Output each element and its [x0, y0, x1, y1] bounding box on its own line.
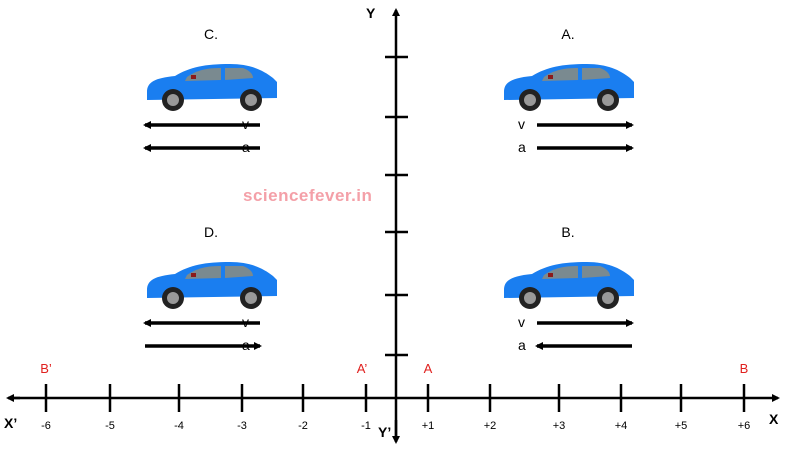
y-neg-label: Y’: [378, 424, 391, 440]
acceleration-label: a: [518, 337, 526, 353]
x-tick-label: +3: [553, 420, 566, 432]
x-tick-label: +5: [675, 420, 688, 432]
x-neg-label: X’: [4, 415, 17, 431]
case-title: A.: [561, 26, 574, 42]
point-label: A: [424, 361, 433, 376]
case-D: D. va: [143, 224, 277, 353]
point-label: B’: [40, 361, 52, 376]
velocity-label: v: [518, 314, 525, 330]
y-label: Y: [366, 5, 376, 21]
velocity-label: v: [242, 314, 249, 330]
car-icon: [147, 64, 277, 111]
car-icon: [504, 262, 634, 309]
x-tick-label: +1: [422, 420, 435, 432]
velocity-label: v: [242, 116, 249, 132]
watermark: sciencefever.in: [243, 186, 372, 205]
x-tick-label: -3: [237, 420, 247, 432]
velocity-label: v: [518, 116, 525, 132]
case-A: A. va: [504, 26, 634, 155]
x-tick-label: +4: [615, 420, 628, 432]
acceleration-label: a: [242, 337, 250, 353]
cases: C.vaA.vaD.vaB.va: [143, 26, 634, 353]
x-tick-label: -6: [41, 420, 51, 432]
case-B: B. va: [504, 224, 634, 353]
x-tick-label: -4: [174, 420, 184, 432]
x-tick-label: -5: [105, 420, 115, 432]
point-label: A’: [357, 361, 368, 376]
x-tick-label: +2: [484, 420, 497, 432]
x-tick-label: +6: [738, 420, 751, 432]
x-tick-label: -1: [361, 420, 371, 432]
case-title: C.: [204, 26, 218, 42]
case-title: B.: [561, 224, 574, 240]
case-title: D.: [204, 224, 218, 240]
x-label: X: [769, 411, 779, 427]
case-C: C. va: [143, 26, 277, 155]
axes: -6 -5 -4 -3 -2 -1 +1 +2 +3 +4 +5 +6 X’ X Y Y’ B’ A’ A B: [4, 5, 780, 444]
car-icon: [147, 262, 277, 309]
car-icon: [504, 64, 634, 111]
acceleration-label: a: [518, 139, 526, 155]
x-tick-label: -2: [298, 420, 308, 432]
point-label: B: [740, 361, 749, 376]
acceleration-label: a: [242, 139, 250, 155]
